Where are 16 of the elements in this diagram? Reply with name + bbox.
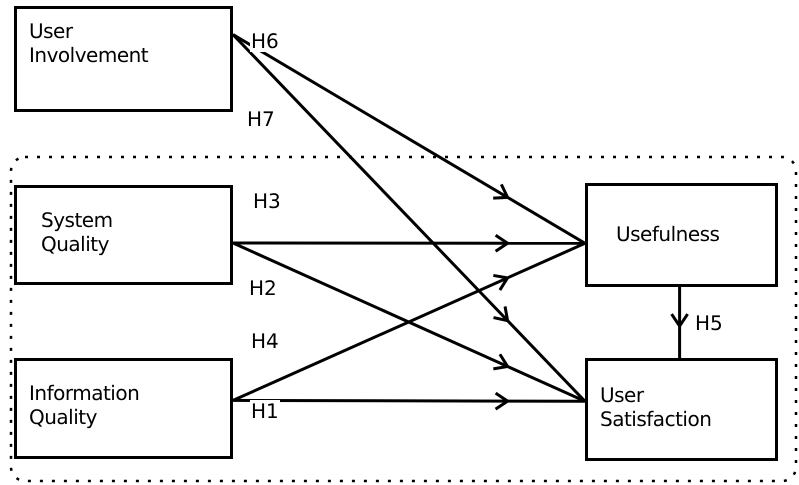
construct-label: Information Quality — [29, 381, 140, 429]
edge-label: H6 — [250, 30, 280, 52]
construct-label: System Quality — [41, 208, 114, 256]
arrow — [232, 34, 586, 402]
arrow — [233, 392, 585, 411]
construct-box — [14, 6, 233, 112]
arrow — [232, 33, 586, 245]
arrow — [670, 287, 690, 358]
construct-label: Usefulness — [616, 222, 720, 246]
construct-label: User Involvement — [29, 19, 150, 67]
construct-box — [14, 185, 233, 285]
construct-box — [585, 358, 778, 461]
construct-box — [14, 358, 233, 459]
arrow — [233, 234, 585, 253]
construct-label: User Satisfaction — [600, 383, 712, 431]
construct-box — [585, 183, 778, 287]
